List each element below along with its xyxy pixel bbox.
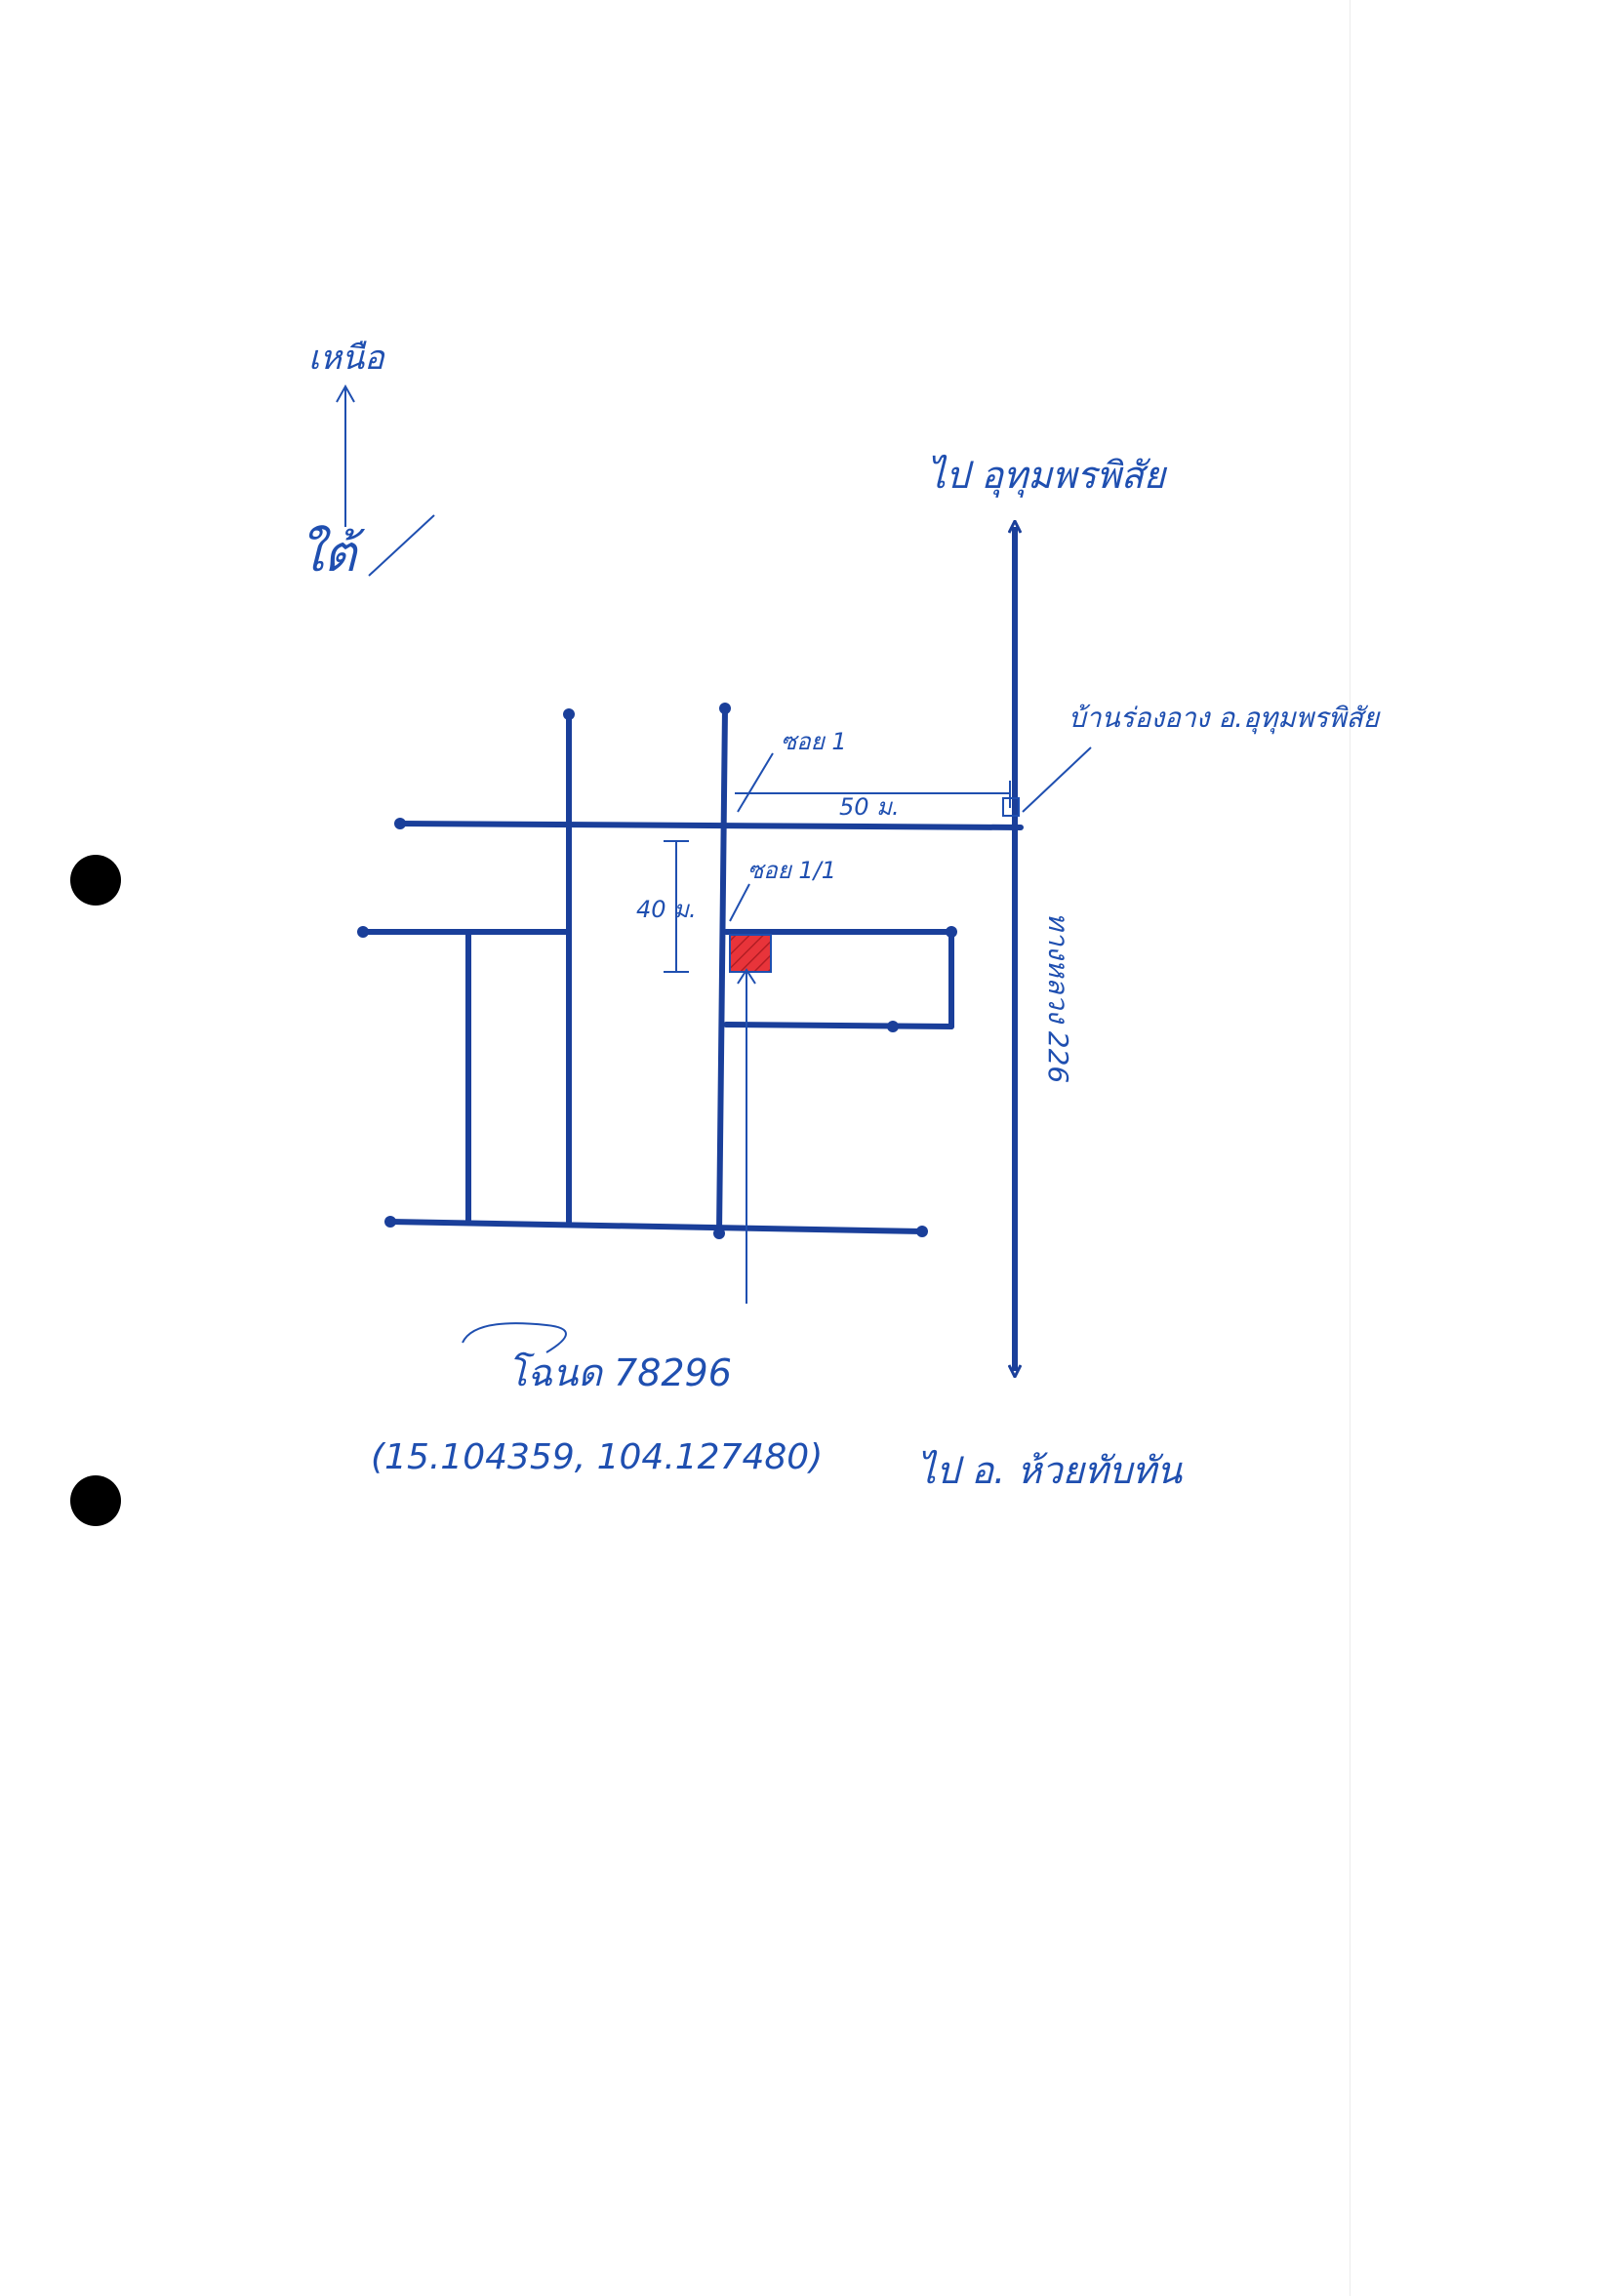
site-pointer-arrow [737, 968, 756, 985]
highway-label: ทางหลวง 226 [1042, 912, 1074, 1083]
landmark-school-label: บ้านร่องอาง อ.อุทุมพรพิสัย [1069, 702, 1381, 735]
landmark-leader-line [1022, 746, 1092, 813]
north-arrow [336, 383, 355, 527]
distance-horizontal-marker [735, 781, 1011, 808]
south-label-flourish [368, 514, 435, 577]
south-label: ใต้ [299, 525, 365, 584]
north-label: เหนือ [308, 339, 385, 378]
punch-hole-top [70, 855, 121, 906]
direction-south-destination: ไป อ. ห้วยทับทัน [917, 1449, 1183, 1492]
local-roads [360, 705, 1024, 1236]
punch-hole-bottom [70, 1475, 121, 1526]
distance-vertical-label: 40 ม. [636, 896, 697, 923]
direction-north-destination: ไป อุทุมพรพิสัย [927, 454, 1168, 498]
site-plot-marker [729, 934, 772, 973]
distance-vertical-marker [664, 840, 689, 973]
lane-1-1-leader [729, 883, 750, 922]
coordinates-label: (15.104359, 104.127480) [371, 1437, 823, 1477]
lane-1-leader [737, 752, 774, 813]
road-end-dots [357, 703, 957, 1239]
lane-1-label: ซอย 1 [781, 728, 847, 755]
caption-flourish [462, 1322, 567, 1353]
lane-1-1-label: ซอย 1/1 [747, 857, 836, 884]
plot-number-label: โฉนด 78296 [507, 1351, 732, 1394]
page-fold-line [1350, 0, 1351, 2296]
distance-horizontal-label: 50 ม. [839, 793, 900, 821]
